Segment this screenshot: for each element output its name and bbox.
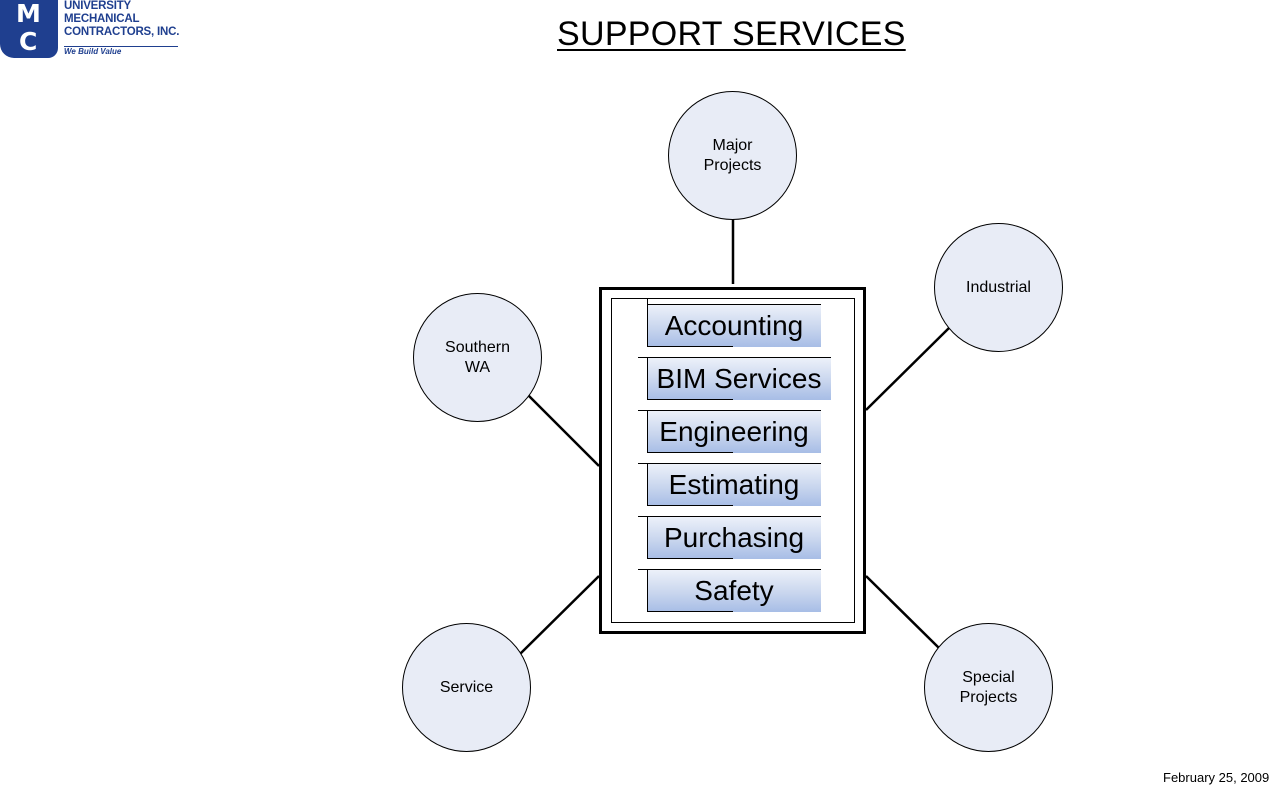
service-label-estimating: Estimating — [668, 468, 800, 500]
support-services-inner-frame — [611, 298, 855, 623]
circle-label-southern-wa: Southern WA — [445, 338, 510, 376]
service-item-estimating: Estimating — [638, 463, 821, 506]
logo-name-line-3: CONTRACTORS, INC. — [64, 26, 180, 38]
service-item-accounting: Accounting — [647, 298, 821, 347]
logo-rule — [64, 46, 178, 47]
document-date: February 25, 2009 — [1163, 770, 1270, 785]
logo-name-line-2: MECHANICAL — [64, 13, 140, 25]
logo-name-line-1: UNIVERSITY — [64, 0, 132, 12]
support-services-box: Accounting BIM Services Engineering Esti… — [599, 287, 866, 634]
service-item-safety: Safety — [638, 569, 821, 612]
connector-left — [527, 394, 600, 467]
service-item-bim-services: BIM Services — [638, 357, 831, 400]
circle-southern-wa: Southern WA — [413, 293, 542, 422]
service-label-bim-services: BIM Services — [656, 362, 822, 394]
connector-top-right — [865, 327, 950, 411]
circle-service: Service — [402, 623, 531, 752]
circle-label-service: Service — [439, 678, 494, 696]
circle-special-projects: Special Projects — [924, 623, 1053, 752]
service-label-engineering: Engineering — [659, 415, 809, 447]
service-label-accounting: Accounting — [664, 309, 804, 341]
page-title: SUPPORT SERVICES — [557, 15, 906, 53]
circle-major-projects: Major Projects — [668, 91, 797, 220]
circle-label-industrial: Industrial — [966, 278, 1031, 296]
logo-letter-m: M — [16, 0, 41, 28]
service-label-purchasing: Purchasing — [663, 521, 805, 553]
logo-letter-c: C — [19, 27, 38, 56]
circle-industrial: Industrial — [934, 223, 1063, 352]
service-item-engineering: Engineering — [638, 410, 821, 453]
logo-company-name: UNIVERSITY MECHANICAL CONTRACTORS, INC. — [64, 0, 179, 39]
logo-tagline: We Build Value — [64, 47, 122, 56]
circle-label-special-projects: Special Projects — [959, 668, 1018, 706]
circle-label-major-projects: Major Projects — [703, 136, 762, 174]
connector-bottom-left — [519, 575, 600, 655]
company-logo: M C UNIVERSITY MECHANICAL CONTRACTORS, I… — [0, 0, 190, 62]
service-item-purchasing: Purchasing — [638, 516, 821, 559]
logo-mark: M C — [0, 0, 58, 58]
service-label-safety: Safety — [694, 574, 774, 606]
connector-bottom-right — [865, 575, 940, 649]
